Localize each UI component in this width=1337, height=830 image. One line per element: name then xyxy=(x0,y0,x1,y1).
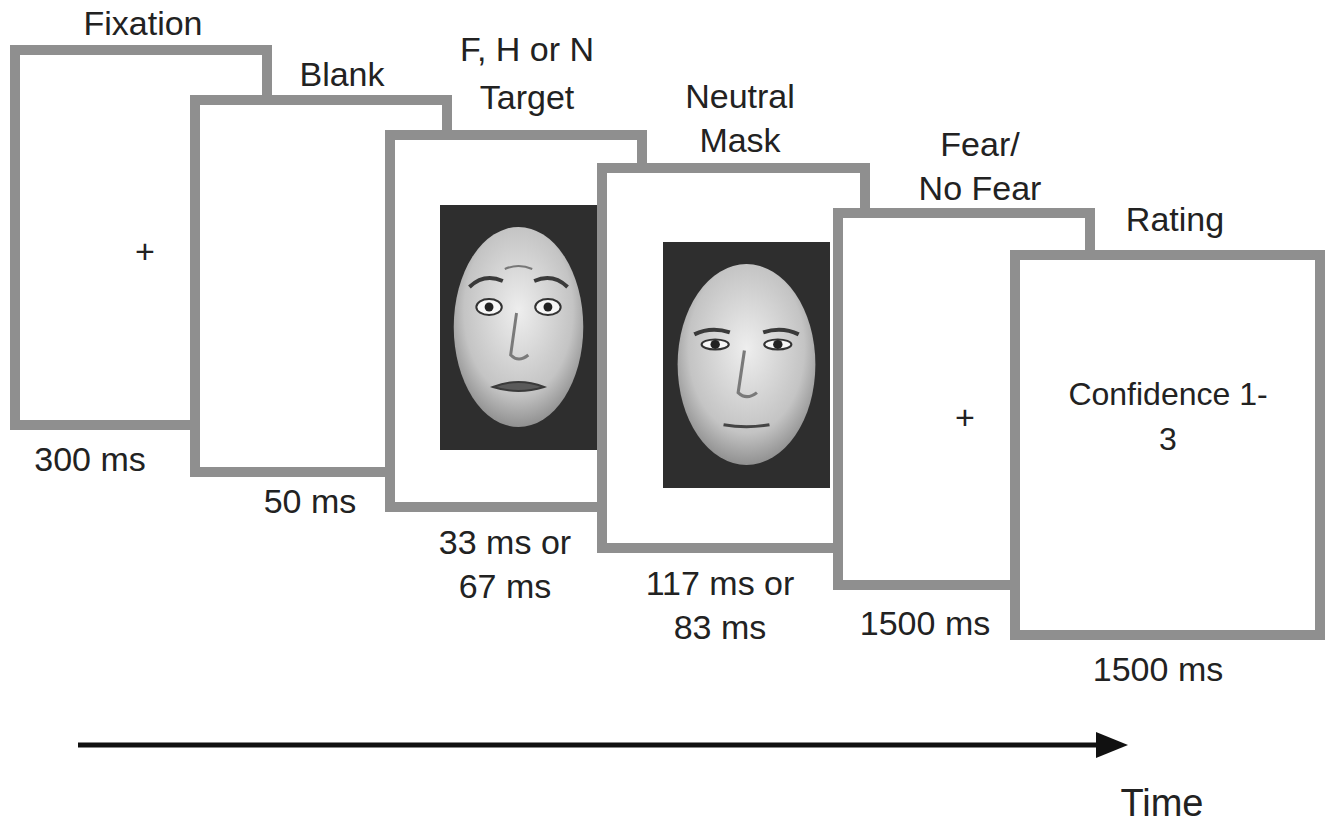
trial-frame: Neutral Mask117 ms or 83 ms xyxy=(597,163,870,553)
forehead-wrinkle xyxy=(505,266,532,269)
duration-label: 1500 ms xyxy=(1093,650,1223,689)
nose xyxy=(511,313,529,359)
pupil xyxy=(485,303,494,312)
neutral-face-photo xyxy=(663,242,830,488)
time-arrow-head xyxy=(1096,732,1128,758)
eyebrow xyxy=(534,278,567,287)
rating-scale-text: Confidence 1-3 xyxy=(1068,372,1268,462)
duration-label: 50 ms xyxy=(264,482,357,521)
eye xyxy=(702,339,729,349)
eye xyxy=(476,299,502,315)
frame-heading: Neutral Mask xyxy=(665,74,815,162)
axis-label: Time xyxy=(1120,782,1203,826)
duration-label: 33 ms or 67 ms xyxy=(425,520,585,608)
frame-heading: Fixation xyxy=(83,4,202,43)
mouth xyxy=(724,425,770,427)
photo-background xyxy=(663,242,830,488)
frame-heading: Rating xyxy=(1126,200,1224,239)
frame-heading: F, H or N Target xyxy=(440,26,615,121)
duration-label: 300 ms xyxy=(34,440,146,479)
fixation-cross: + xyxy=(135,232,155,271)
duration-label: 1500 ms xyxy=(860,604,990,643)
mouth xyxy=(493,382,544,391)
pupil xyxy=(773,340,782,349)
fixation-cross: + xyxy=(955,398,975,437)
pupil xyxy=(544,303,553,312)
face-skin xyxy=(454,227,584,427)
frame-heading: Blank xyxy=(299,55,384,94)
eye xyxy=(764,339,791,349)
duration-label: 117 ms or 83 ms xyxy=(635,561,805,649)
eye xyxy=(535,299,561,315)
eyebrow xyxy=(694,330,729,335)
trial-frame: RatingConfidence 1-31500 ms xyxy=(1010,250,1325,640)
pupil xyxy=(710,340,719,349)
photo-background xyxy=(440,205,597,450)
eyebrow xyxy=(763,330,798,335)
fearful-face-photo xyxy=(440,205,597,450)
eyebrow xyxy=(469,278,502,287)
time-arrow-line xyxy=(78,743,1100,748)
nose xyxy=(738,350,757,396)
face-skin xyxy=(678,264,816,465)
frame-heading: Fear/ No Fear xyxy=(916,122,1044,210)
